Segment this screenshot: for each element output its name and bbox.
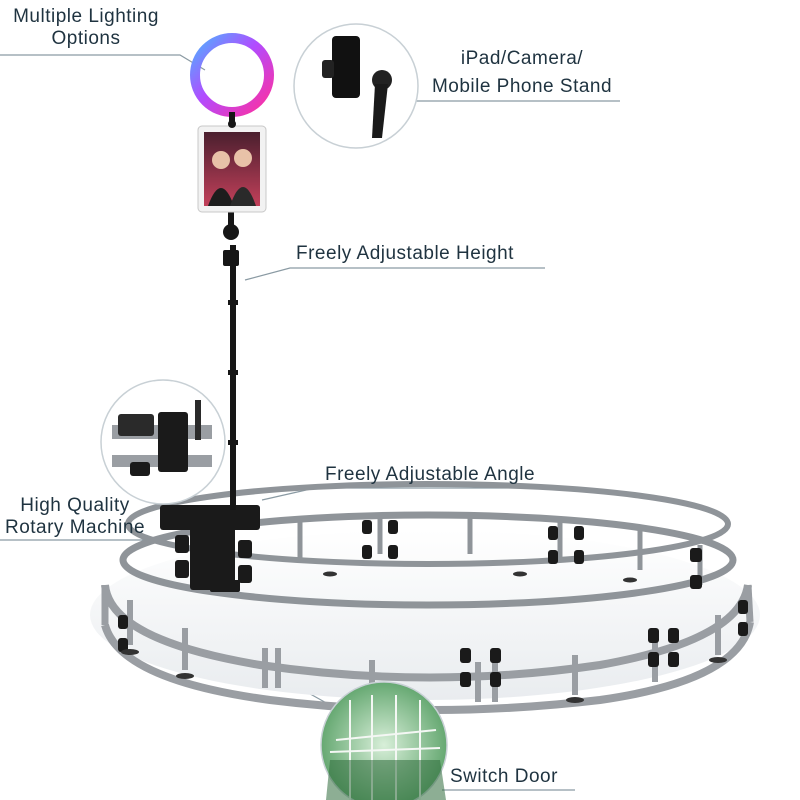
label-rotary-line1: High Quality [20, 495, 130, 516]
rotary-machine-detail [100, 379, 226, 505]
label-rotary: High Quality Rotary Machine [0, 495, 150, 539]
track-front-posts [127, 600, 721, 702]
floor-shadow [90, 530, 760, 700]
tablet-photo-icon [197, 120, 267, 213]
label-stand-line2: Mobile Phone Stand [431, 76, 613, 97]
label-door: Switch Door [450, 766, 558, 787]
front-wheels [118, 600, 748, 687]
leader-lighting [0, 54, 206, 71]
label-lighting-line2: Options [51, 28, 121, 49]
phone-holder-detail [293, 23, 419, 149]
label-lighting-line1: Multiple Lighting [13, 6, 159, 27]
label-rotary-line2: Rotary Machine [4, 517, 146, 538]
label-angle: Freely Adjustable Angle [325, 464, 536, 485]
ring-light-icon [190, 33, 274, 122]
label-height: Freely Adjustable Height [296, 243, 514, 264]
leader-height [244, 267, 545, 281]
switch-door-detail [320, 681, 448, 800]
label-lighting: Multiple Lighting Options [2, 6, 170, 50]
label-stand: iPad/Camera/ Mobile Phone Stand [418, 48, 626, 98]
back-wheels [362, 520, 702, 589]
track-back [119, 481, 737, 609]
label-stand-line1: iPad/Camera/ [460, 48, 584, 69]
rotary-machine [160, 505, 260, 592]
adjustable-pole [223, 212, 239, 510]
